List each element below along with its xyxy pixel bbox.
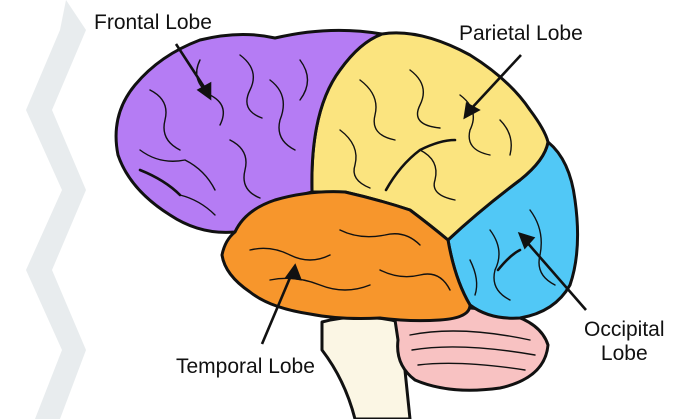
occipital-label-line1: Occipital [584,318,665,342]
occipital-label-line2: Lobe [584,342,665,366]
watermark-chevron [26,0,86,419]
temporal-lobe-label: Temporal Lobe [176,355,315,379]
occipital-lobe-label: Occipital Lobe [584,318,665,366]
parietal-lobe-label: Parietal Lobe [459,22,583,46]
frontal-lobe-label: Frontal Lobe [94,11,212,35]
